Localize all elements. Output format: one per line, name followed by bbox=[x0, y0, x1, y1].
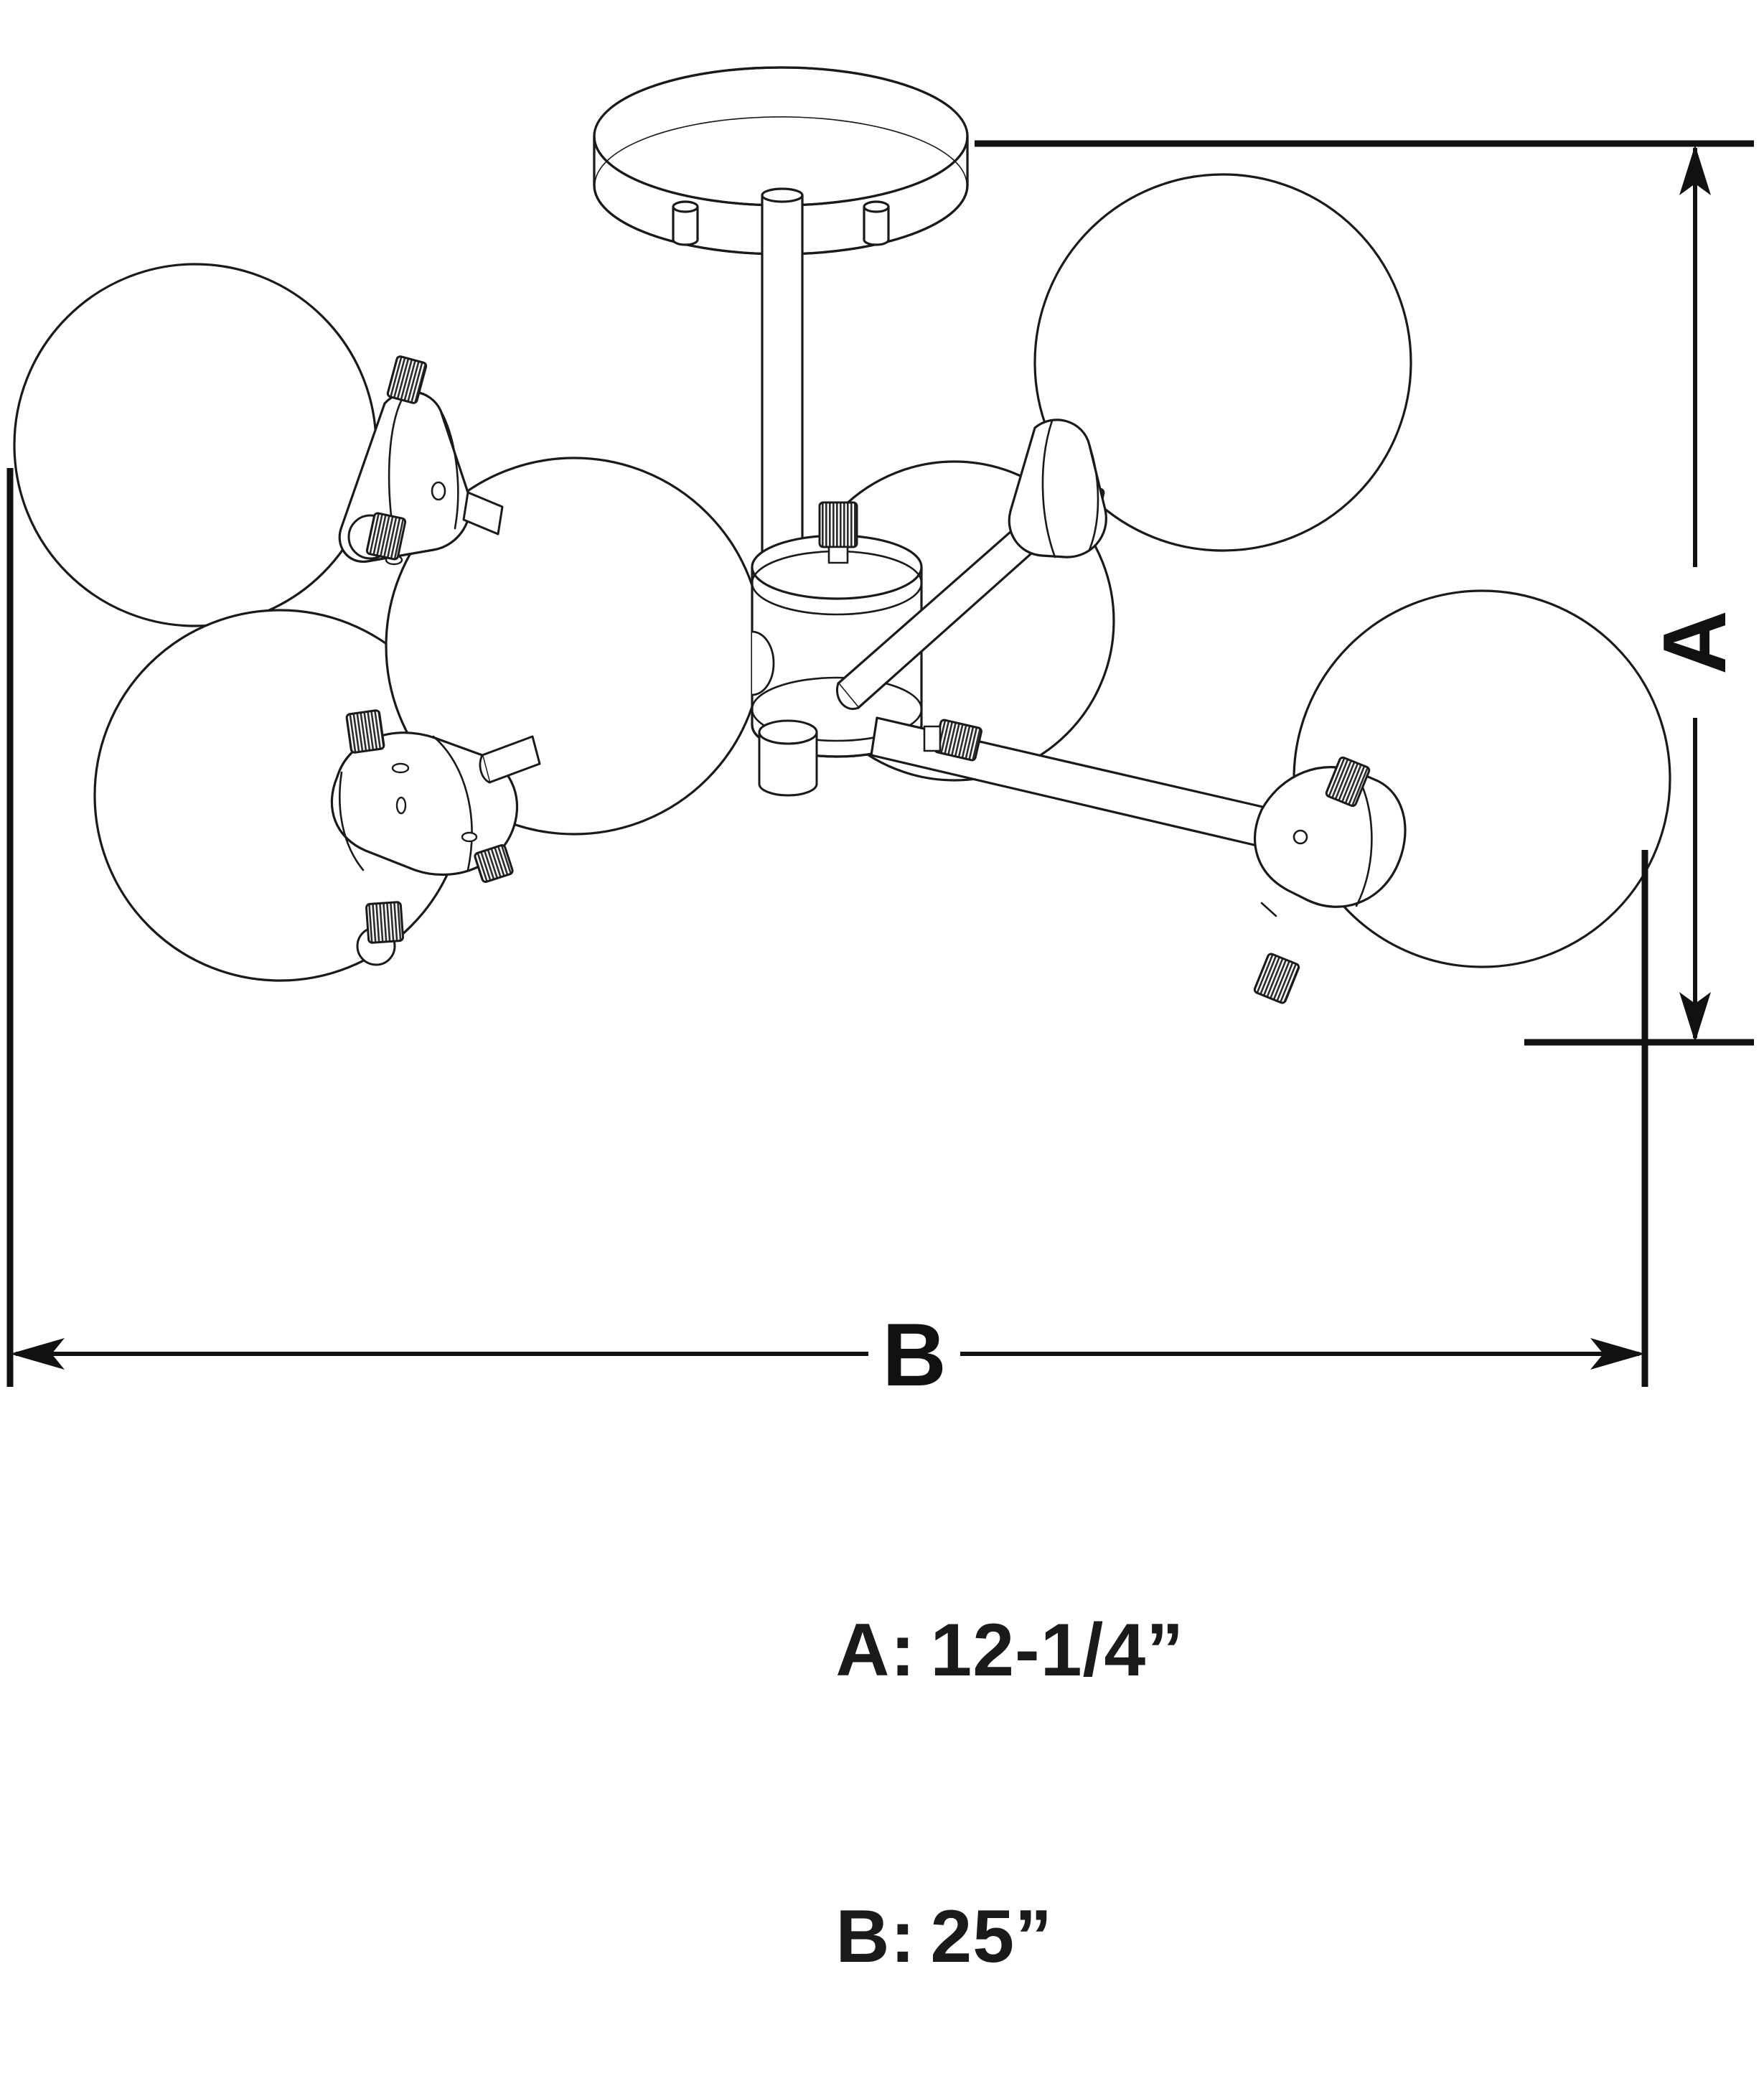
arrowhead-a-top bbox=[1679, 145, 1711, 195]
globe-upper-left bbox=[13, 263, 377, 627]
fixture-line-drawing: A B bbox=[6, 66, 1754, 1405]
socket-cup-upper-left bbox=[338, 355, 504, 566]
hub-stub-lower-left bbox=[758, 719, 818, 797]
dimension-callout-b-value: 25” bbox=[930, 1895, 1054, 1979]
hub-thumbscrew-top bbox=[818, 501, 858, 564]
socket-cup-upper-right bbox=[1008, 418, 1107, 558]
dimension-label-b: B bbox=[882, 1306, 947, 1405]
downrod bbox=[761, 187, 804, 561]
socket-thumbscrew-ul-bottom bbox=[347, 512, 407, 561]
drawing-sheet: A B A:12-1/4” B:25” bbox=[6, 66, 1754, 1979]
ceiling-canopy bbox=[593, 66, 969, 256]
socket-cup-center bbox=[758, 731, 818, 745]
arrowhead-b-left bbox=[10, 1338, 65, 1370]
socket-cup-lower-right bbox=[1253, 756, 1407, 1004]
center-hub bbox=[751, 501, 923, 797]
arrowhead-a-bottom bbox=[1679, 992, 1711, 1042]
socket-thumbscrew-ll-top bbox=[345, 709, 385, 754]
socket-thumbscrew-ll-right bbox=[474, 844, 514, 883]
socket-thumbscrew-lr-top bbox=[1325, 756, 1371, 808]
globe-upper-right bbox=[1033, 173, 1412, 552]
dimension-label-a: A bbox=[1646, 610, 1745, 675]
socket-thumbscrew-ll-bottom bbox=[356, 901, 404, 966]
dimension-callout-b-label: B: bbox=[835, 1895, 916, 1979]
socket-thumbscrew-ul-top bbox=[386, 355, 428, 404]
canopy-screw-post-left bbox=[672, 200, 699, 246]
socket-thumbscrew-lr-bottom bbox=[1253, 953, 1300, 1004]
canopy-screw-post-right bbox=[863, 200, 890, 246]
dimension-callout-b: B:25” bbox=[707, 1794, 1764, 2080]
arm-joint-thumbscrew-lower-right bbox=[923, 719, 982, 762]
arrowhead-b-right bbox=[1590, 1338, 1645, 1370]
socket-cup-lower-left bbox=[330, 709, 541, 966]
hub-side-nub-left bbox=[751, 630, 775, 696]
arm-lower-right bbox=[870, 716, 1278, 848]
